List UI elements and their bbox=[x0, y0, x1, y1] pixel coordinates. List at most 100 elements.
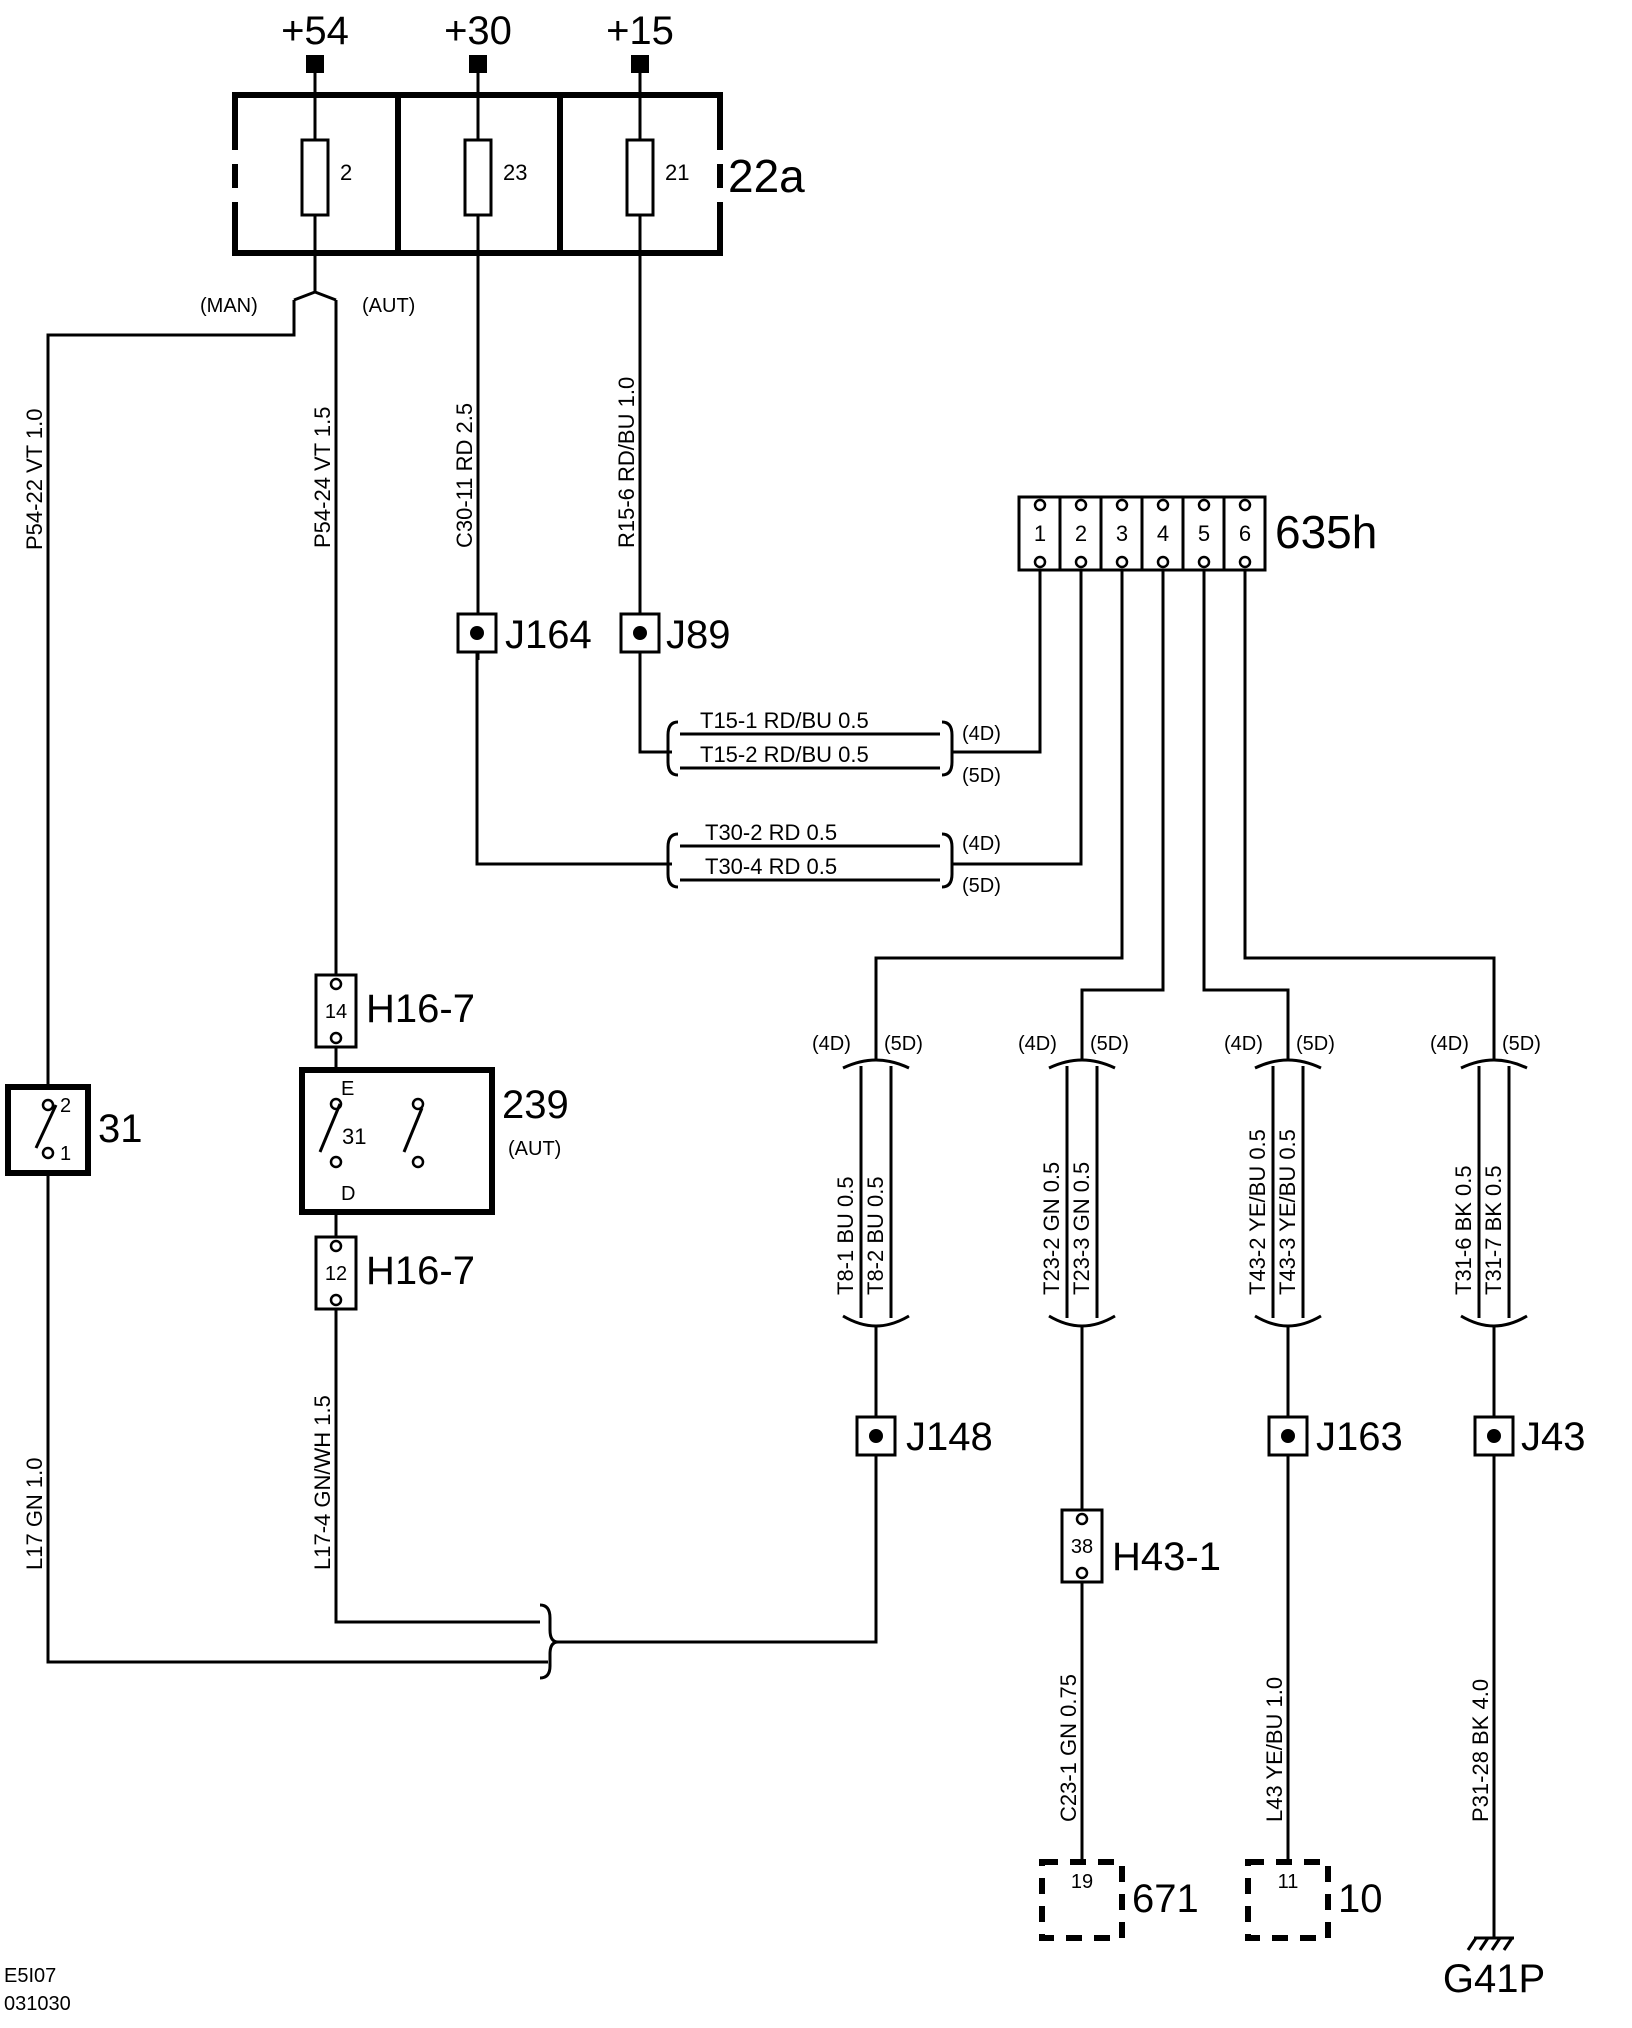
junction-label: J164 bbox=[505, 613, 592, 657]
ground-g41p: G41P bbox=[1443, 1936, 1545, 2001]
power-terminal-54 bbox=[306, 55, 324, 73]
fuse-number: 2 bbox=[340, 160, 352, 185]
fuse-number: 23 bbox=[503, 160, 527, 185]
wire-pair-t30: T30-2 RD 0.5 T30-4 RD 0.5 (4D) (5D) bbox=[475, 570, 1083, 897]
power-label-30: +30 bbox=[444, 9, 512, 53]
wire-group-t31: (4D) (5D) T31-6 BK 0.5 T31-7 BK 0.5 bbox=[1430, 1033, 1541, 1417]
switch-label: 31 bbox=[98, 1107, 143, 1151]
connector-635h: 1 2 3 4 5 6 635h bbox=[1017, 495, 1377, 572]
power-terminals: +54 +30 +15 bbox=[281, 9, 674, 73]
switch-pin: 1 bbox=[60, 1143, 71, 1165]
module-sublabel: (AUT) bbox=[508, 1138, 561, 1160]
junction-label: J89 bbox=[666, 613, 731, 657]
connector-pin: 12 bbox=[325, 1263, 347, 1285]
wire-group-t43: (4D) (5D) T43-2 YE/BU 0.5 T43-3 YE/BU 0.… bbox=[1224, 1033, 1335, 1417]
pin-number: 3 bbox=[1116, 521, 1128, 546]
pin-number: 6 bbox=[1239, 521, 1251, 546]
component-pin: 19 bbox=[1071, 1871, 1093, 1893]
footer-code-1: E5I07 bbox=[4, 1965, 56, 1987]
ground-label: G41P bbox=[1443, 1957, 1545, 2001]
power-terminal-15 bbox=[631, 55, 649, 73]
wire-label-t31-7: T31-7 BK 0.5 bbox=[1481, 1165, 1506, 1295]
connector-h43-1: 38 H43-1 bbox=[1060, 1508, 1221, 1862]
variant-label: (5D) bbox=[1090, 1033, 1129, 1055]
wire-label-l43: L43 YE/BU 1.0 bbox=[1262, 1677, 1287, 1822]
fuse-number: 21 bbox=[665, 160, 689, 185]
pin-number: 2 bbox=[1075, 521, 1087, 546]
wire-label-r15-6: R15-6 RD/BU 1.0 bbox=[614, 377, 639, 548]
man-aut-split: (MAN) (AUT) bbox=[46, 290, 415, 1087]
wire-label-p54-22: P54-22 VT 1.0 bbox=[22, 409, 47, 550]
footer-code-2: 031030 bbox=[4, 1993, 71, 2015]
power-label-15: +15 bbox=[606, 9, 674, 53]
wire-label-t15-1: T15-1 RD/BU 0.5 bbox=[700, 708, 869, 733]
connector-h16-7-top: 14 H16-7 bbox=[314, 973, 475, 1070]
module-pin-d: D bbox=[341, 1183, 355, 1205]
wire-label-t8-1: T8-1 BU 0.5 bbox=[833, 1176, 858, 1295]
component-label: 671 bbox=[1132, 1877, 1199, 1921]
variant-label: (5D) bbox=[1502, 1033, 1541, 1055]
wire-label-t23-3: T23-3 GN 0.5 bbox=[1069, 1162, 1094, 1295]
man-label: (MAN) bbox=[200, 295, 258, 317]
module-inner-label: 31 bbox=[342, 1124, 366, 1149]
component-671: 19 671 bbox=[1039, 1859, 1199, 1941]
variant-label: (5D) bbox=[962, 765, 1001, 787]
component-10: 11 10 bbox=[1245, 1859, 1383, 1941]
connector-label: H16-7 bbox=[366, 987, 475, 1031]
junction-j164: J164 bbox=[456, 612, 592, 657]
fuse-box-22a: 2 23 21 22a bbox=[229, 73, 805, 660]
pin-number: 4 bbox=[1157, 521, 1169, 546]
variant-label: (4D) bbox=[962, 833, 1001, 855]
wire-label-t43-2: T43-2 YE/BU 0.5 bbox=[1245, 1129, 1270, 1295]
wire-label-t30-4: T30-4 RD 0.5 bbox=[705, 854, 837, 879]
wire-label-c23-1: C23-1 GN 0.75 bbox=[1056, 1674, 1081, 1822]
variant-label: (5D) bbox=[884, 1033, 923, 1055]
component-label: 10 bbox=[1338, 1877, 1383, 1921]
wire-pair-t15: T15-1 RD/BU 0.5 T15-2 RD/BU 0.5 (4D) (5D… bbox=[638, 570, 1042, 787]
wire-label-c30-11: C30-11 RD 2.5 bbox=[452, 403, 477, 548]
fuse-23 bbox=[463, 138, 493, 217]
module-239: E 31 D 239 (AUT) bbox=[299, 1067, 569, 1237]
connector-label: 635h bbox=[1275, 506, 1377, 558]
wire-group-t23: (4D) (5D) T23-2 GN 0.5 T23-3 GN 0.5 bbox=[1018, 1033, 1129, 1510]
junction-label: J163 bbox=[1316, 1415, 1403, 1459]
junction-j89: J89 bbox=[619, 612, 731, 657]
fuse-21 bbox=[625, 138, 655, 217]
connector-pin: 14 bbox=[325, 1001, 347, 1023]
variant-label: (5D) bbox=[962, 875, 1001, 897]
wire-label-l17-4: L17-4 GN/WH 1.5 bbox=[310, 1395, 335, 1570]
splice-bracket bbox=[539, 1455, 878, 1680]
variant-label: (4D) bbox=[962, 723, 1001, 745]
switch-31: 2 1 31 bbox=[5, 1084, 548, 1664]
wire-label-t8-2: T8-2 BU 0.5 bbox=[863, 1176, 888, 1295]
junction-j163: J163 bbox=[1267, 1415, 1403, 1459]
junction-j43: J43 bbox=[1473, 1415, 1586, 1459]
component-pin: 11 bbox=[1278, 1871, 1299, 1893]
connector-label: H16-7 bbox=[366, 1249, 475, 1293]
variant-label: (5D) bbox=[1296, 1033, 1335, 1055]
junction-label: J43 bbox=[1521, 1415, 1586, 1459]
fuse-box-label: 22a bbox=[728, 150, 805, 202]
wire-label-l17: L17 GN 1.0 bbox=[22, 1457, 47, 1570]
power-label-54: +54 bbox=[281, 9, 349, 53]
wire-group-t8: (4D) (5D) T8-1 BU 0.5 T8-2 BU 0.5 bbox=[812, 1033, 923, 1417]
fuse-2 bbox=[300, 138, 330, 217]
connector-pin: 38 bbox=[1071, 1536, 1093, 1558]
wire-label-p31-28: P31-28 BK 4.0 bbox=[1468, 1679, 1493, 1822]
connector-h16-7-bottom: 12 H16-7 bbox=[314, 1235, 540, 1624]
pin-number: 5 bbox=[1198, 521, 1210, 546]
junction-label: J148 bbox=[906, 1415, 993, 1459]
wire-label-t31-6: T31-6 BK 0.5 bbox=[1451, 1165, 1476, 1295]
switch-pin: 2 bbox=[60, 1095, 71, 1117]
variant-label: (4D) bbox=[812, 1033, 851, 1055]
wire-label-t30-2: T30-2 RD 0.5 bbox=[705, 820, 837, 845]
power-terminal-30 bbox=[469, 55, 487, 73]
wire-label-t15-2: T15-2 RD/BU 0.5 bbox=[700, 742, 869, 767]
variant-label: (4D) bbox=[1430, 1033, 1469, 1055]
variant-label: (4D) bbox=[1018, 1033, 1057, 1055]
connector-635h-pin-circles bbox=[1033, 498, 1252, 569]
wire-label-t43-3: T43-3 YE/BU 0.5 bbox=[1275, 1129, 1300, 1295]
pin-number: 1 bbox=[1034, 521, 1046, 546]
module-pin-e: E bbox=[341, 1078, 354, 1100]
